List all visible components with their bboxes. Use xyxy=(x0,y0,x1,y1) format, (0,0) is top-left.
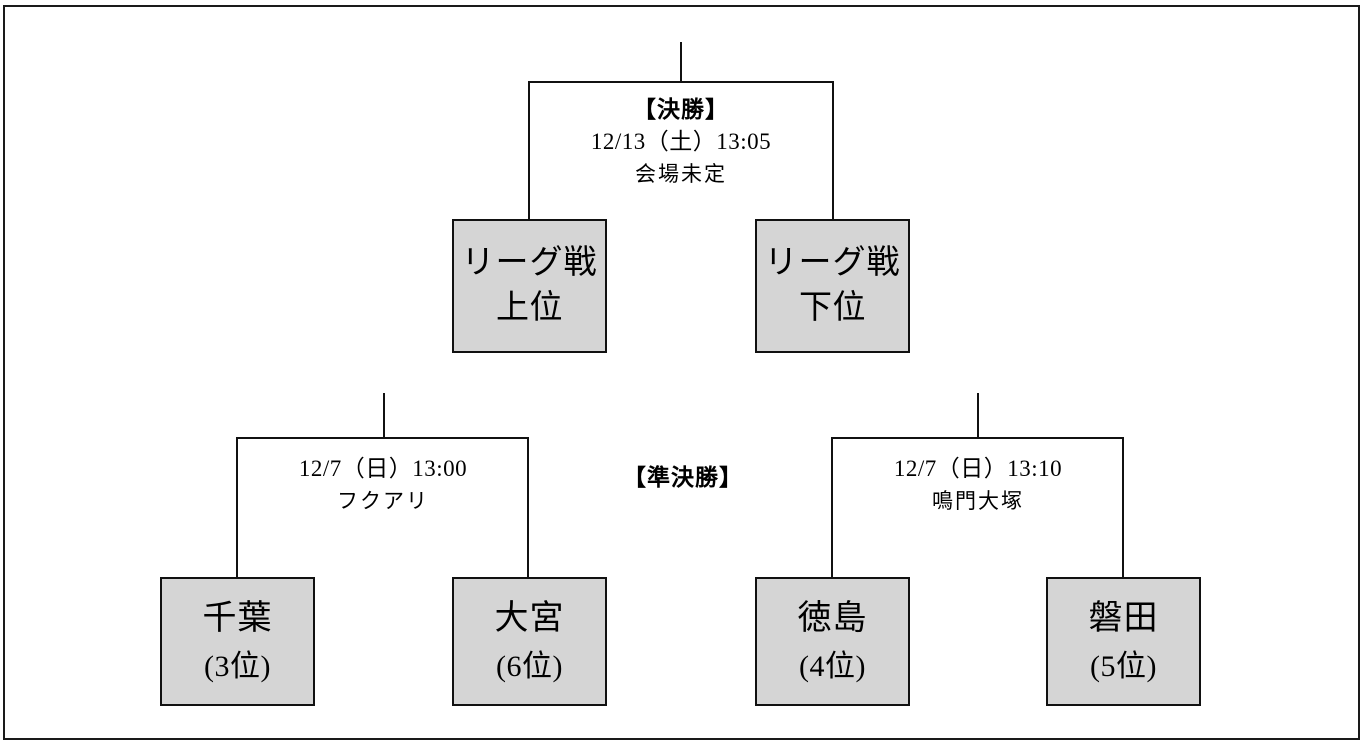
final-match-info: 【決勝】 12/13（土）13:05 会場未定 xyxy=(531,94,831,189)
final-connector-horizontal xyxy=(528,81,834,83)
finalist-slot-lower-line2: 下位 xyxy=(799,290,866,326)
finalist-slot-upper-line2: 上位 xyxy=(496,290,563,326)
semifinal-left-connector-horizontal xyxy=(236,437,529,439)
semifinal-round-label: 【準決勝】 xyxy=(623,465,743,490)
team-rank-tokushima: (4位) xyxy=(799,649,866,683)
team-box-iwata[interactable]: 磐田 (5位) xyxy=(1046,577,1201,706)
finalist-slot-league-upper[interactable]: リーグ戦 上位 xyxy=(452,219,607,353)
finalist-slot-upper-line1: リーグ戦 xyxy=(461,245,598,282)
team-rank-chiba: (3位) xyxy=(204,649,271,683)
diagram-border xyxy=(3,5,1360,740)
semifinal-right-connector-horizontal xyxy=(831,437,1124,439)
team-rank-omiya: (6位) xyxy=(496,649,563,683)
semifinal-left-connector-left-drop xyxy=(236,437,238,578)
final-connector-left-drop xyxy=(528,81,530,220)
final-connector-right-drop xyxy=(832,81,834,220)
team-name-iwata: 磐田 xyxy=(1088,599,1159,637)
final-venue: 会場未定 xyxy=(635,161,727,186)
team-box-omiya[interactable]: 大宮 (6位) xyxy=(452,577,607,706)
semifinal-left-winner-stem xyxy=(383,393,385,438)
semifinal-right-datetime: 12/7（日）13:10 xyxy=(893,456,1063,481)
team-name-tokushima: 徳島 xyxy=(797,599,868,637)
semifinal-right-connector-left-drop xyxy=(831,437,833,578)
champion-stem-line xyxy=(680,42,682,83)
team-name-chiba: 千葉 xyxy=(202,599,273,637)
team-box-chiba[interactable]: 千葉 (3位) xyxy=(160,577,315,706)
semifinal-right-match-info: 12/7（日）13:10 鳴門大塚 xyxy=(834,452,1122,516)
semifinal-right-venue: 鳴門大塚 xyxy=(932,488,1024,513)
team-name-omiya: 大宮 xyxy=(494,599,565,637)
team-box-tokushima[interactable]: 徳島 (4位) xyxy=(755,577,910,706)
semifinal-right-connector-right-drop xyxy=(1122,437,1124,578)
semifinal-left-datetime: 12/7（日）13:00 xyxy=(298,456,468,481)
semifinal-left-venue: フクアリ xyxy=(337,488,429,513)
semifinal-right-winner-stem xyxy=(977,393,979,438)
finalist-slot-lower-line1: リーグ戦 xyxy=(764,245,901,282)
final-round-label: 【決勝】 xyxy=(633,97,729,122)
finalist-slot-league-lower[interactable]: リーグ戦 下位 xyxy=(755,219,910,353)
final-datetime: 12/13（土）13:05 xyxy=(590,129,772,155)
team-rank-iwata: (5位) xyxy=(1090,649,1157,683)
semifinal-left-connector-right-drop xyxy=(527,437,529,578)
semifinal-left-match-info: 12/7（日）13:00 フクアリ xyxy=(239,452,527,516)
